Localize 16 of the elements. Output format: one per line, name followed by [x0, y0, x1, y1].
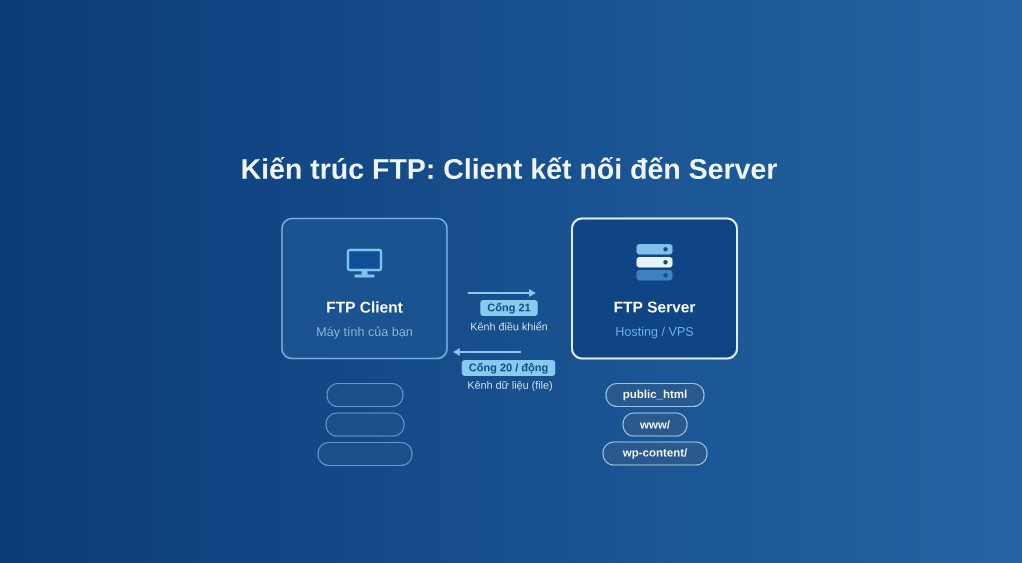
empty-tag [326, 382, 404, 408]
channel-caption: Kênh điều khiển [471, 321, 547, 331]
server-card [571, 217, 738, 360]
folder-tag: wp-content/ [602, 441, 708, 466]
empty-tag [317, 441, 413, 467]
channel-caption: Kênh dữ liệu (file) [468, 380, 552, 392]
card-subtitle: Hosting / VPS [616, 326, 694, 339]
folder-tag: public_html [605, 382, 705, 408]
empty-tag [325, 412, 405, 437]
card-title: FTP Server [614, 301, 696, 313]
card-subtitle: Máy tính của bạn [317, 326, 412, 339]
card-title: FTP Client [327, 301, 403, 313]
title: Kiến trúc FTP: Client kết nối đến Server [242, 156, 777, 180]
folder-tag: www/ [622, 412, 688, 437]
client-card [281, 217, 448, 360]
arrow [466, 288, 536, 297]
